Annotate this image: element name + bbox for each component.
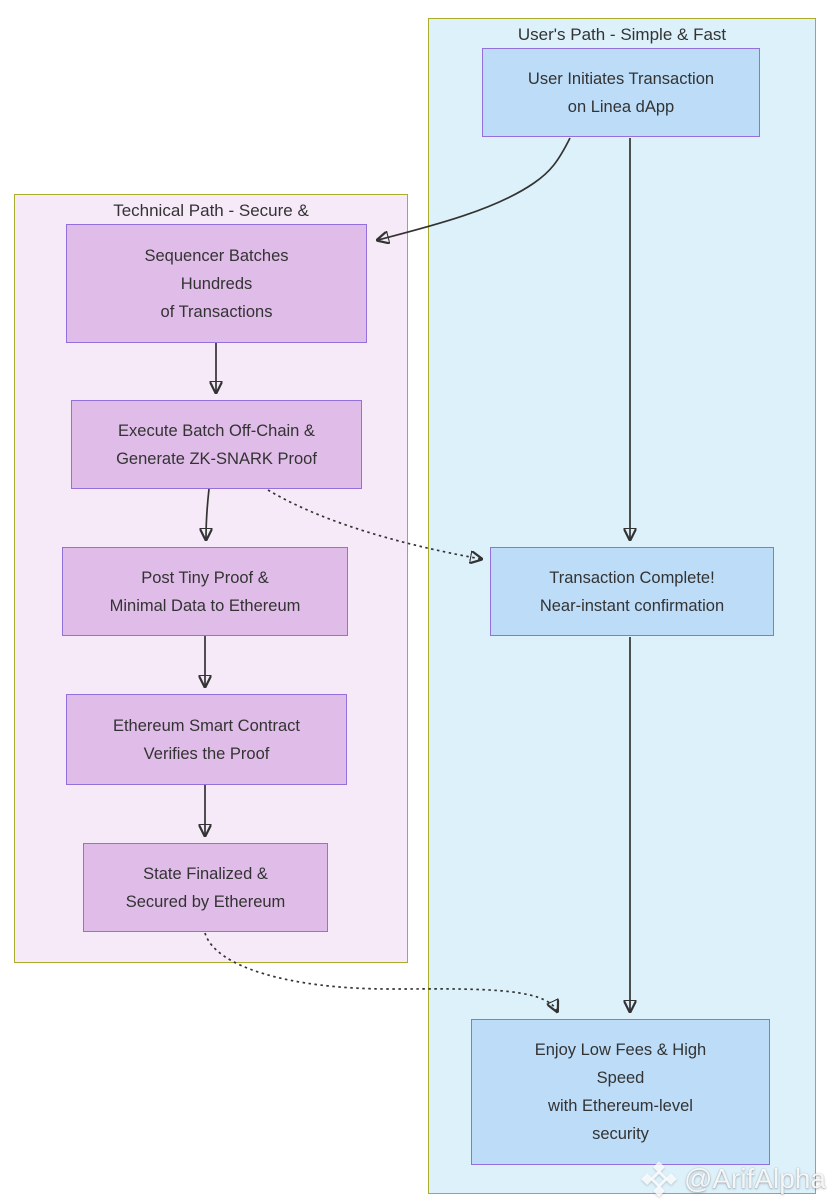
node-line: Hundreds — [180, 274, 253, 293]
node-sequencer-batches: Sequencer Batches Hundreds of Transactio… — [66, 224, 367, 343]
node-line: Verifies the Proof — [143, 744, 270, 763]
node-line: Sequencer Batches — [144, 246, 289, 265]
node-line: User Initiates Transaction — [527, 69, 715, 88]
node-enjoy-low-fees: Enjoy Low Fees & High Speed with Ethereu… — [471, 1019, 770, 1165]
node-line: Generate ZK-SNARK Proof — [116, 449, 317, 468]
node-line: Secured by Ethereum — [125, 892, 286, 911]
watermark: @ArifAlpha — [640, 1160, 826, 1198]
watermark-text: @ArifAlpha — [683, 1163, 826, 1194]
subgraph-technical-path-title: Technical Path - Secure & — [113, 201, 309, 220]
node-line: Ethereum Smart Contract — [112, 716, 301, 735]
node-line: Transaction Complete! — [549, 568, 715, 587]
node-line: with Ethereum-level — [548, 1097, 693, 1115]
node-line: security — [592, 1125, 649, 1143]
node-state-finalized: State Finalized & Secured by Ethereum — [83, 843, 328, 932]
node-line: Speed — [596, 1069, 645, 1087]
node-post-tiny-proof: Post Tiny Proof & Minimal Data to Ethere… — [62, 547, 348, 636]
node-line: Post Tiny Proof & — [141, 568, 269, 587]
node-line: on Linea dApp — [567, 97, 675, 116]
subgraph-user-path-title: User's Path - Simple & Fast — [517, 25, 727, 44]
node-line: of Transactions — [160, 302, 273, 321]
node-line: State Finalized & — [143, 864, 268, 883]
node-line: Enjoy Low Fees & High — [534, 1041, 707, 1059]
binance-diamond-icon — [641, 1161, 677, 1197]
node-execute-batch: Execute Batch Off-Chain & Generate ZK-SN… — [71, 400, 362, 489]
node-line: Execute Batch Off-Chain & — [118, 421, 315, 440]
node-line: Near-instant confirmation — [539, 596, 725, 615]
node-user-initiates-transaction: User Initiates Transaction on Linea dApp — [482, 48, 760, 137]
node-ethereum-verifies: Ethereum Smart Contract Verifies the Pro… — [66, 694, 347, 785]
node-line: Minimal Data to Ethereum — [109, 596, 301, 615]
node-transaction-complete: Transaction Complete! Near-instant confi… — [490, 547, 774, 636]
